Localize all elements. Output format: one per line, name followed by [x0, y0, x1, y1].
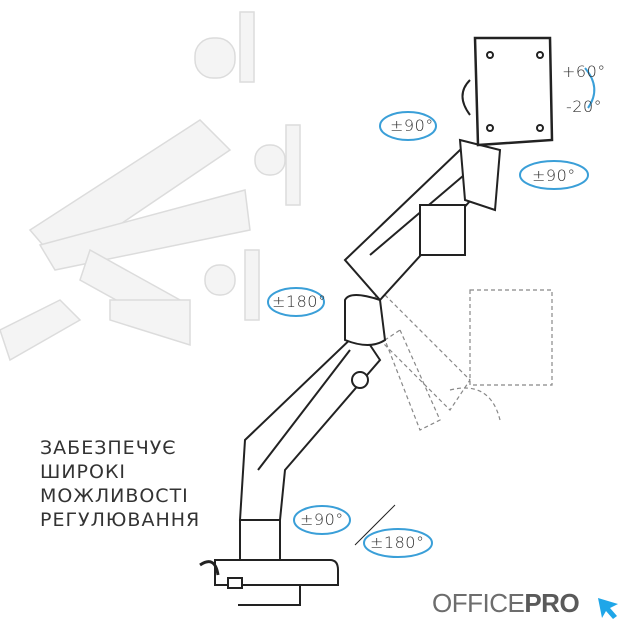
logo-bold: PRO — [524, 588, 580, 618]
rotate-head-label: ±90° — [532, 166, 576, 185]
tilt-down-label: -20° — [566, 97, 603, 116]
main-arm — [214, 36, 554, 606]
officepro-logo: OFFICEPRO — [432, 588, 580, 619]
tagline-line: МОЖЛИВОСТІ — [40, 485, 189, 507]
tagline-line: ЗАБЕЗПЕЧУЄ — [40, 437, 177, 459]
joint-mid-label: ±180° — [272, 292, 327, 311]
logo-cursor-icon — [598, 598, 618, 619]
swivel-head-label: ±90° — [390, 116, 434, 135]
ghost-arms — [0, 11, 301, 362]
tilt-up-label: +60° — [562, 62, 606, 81]
base-swivel-arrow — [293, 505, 351, 535]
rotate-head-arrow — [519, 160, 589, 190]
tagline-line: РЕГУЛЮВАННЯ — [40, 509, 201, 531]
rotation-arrows — [267, 67, 596, 558]
tagline-line: ШИРОКІ — [40, 461, 127, 483]
tagline: ЗАБЕЗПЕЧУЄ ШИРОКІ МОЖЛИВОСТІ РЕГУЛЮВАННЯ — [40, 436, 200, 532]
joint-mid-arrow — [267, 287, 325, 317]
ghost-dashed-arm — [359, 289, 553, 431]
base-rotate-label: ±180° — [370, 533, 425, 552]
base-swivel-label: ±90° — [300, 510, 344, 529]
swivel-head-arrow — [379, 111, 437, 141]
logo-light: OFFICE — [432, 588, 525, 618]
tilt-arrow — [584, 67, 596, 109]
base-rotate-arrow — [363, 528, 433, 558]
